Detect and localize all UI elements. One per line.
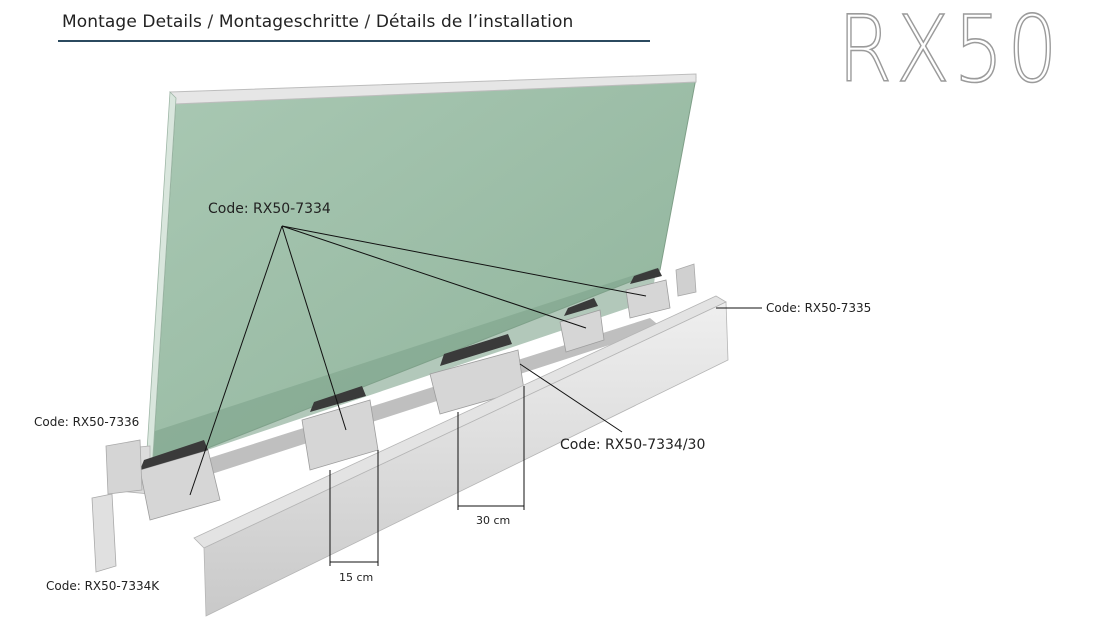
title-underline [58,40,650,42]
end-cap-right [675,263,697,297]
callout-code-7334: Code: RX50-7334 [208,201,331,217]
title-separator: / [202,12,219,32]
cover-profile-face [203,301,729,617]
dimension-30cm: 30 cm [476,514,511,527]
end-piece [91,493,117,573]
product-logo: RX50 [837,0,1061,103]
title-en: Montage Details [62,12,203,32]
clamp-bracket [625,268,671,319]
title-separator: / [359,12,376,32]
callout-code-7334-30: Code: RX50-7334/30 [560,437,706,453]
dimension-lines [329,386,525,566]
title-de: Montageschritte [218,12,360,32]
callout-code-7336: Code: RX50-7336 [34,415,140,429]
clamp-bracket [301,386,379,471]
clamp-bracket [139,440,221,521]
callout-code-7335: Code: RX50-7335 [766,301,872,315]
callout-code-7334k: Code: RX50-7334K [46,579,160,593]
base-profile [140,318,662,494]
title-fr: Détails de l’installation [375,12,574,32]
page-title: Montage Details / Montageschritte / Déta… [62,12,573,32]
end-cap-left [105,439,143,495]
clamp-bracket [559,298,605,353]
glass-reflection [148,268,656,470]
callout-leaders [189,225,762,496]
dimension-15cm: 15 cm [339,571,374,584]
